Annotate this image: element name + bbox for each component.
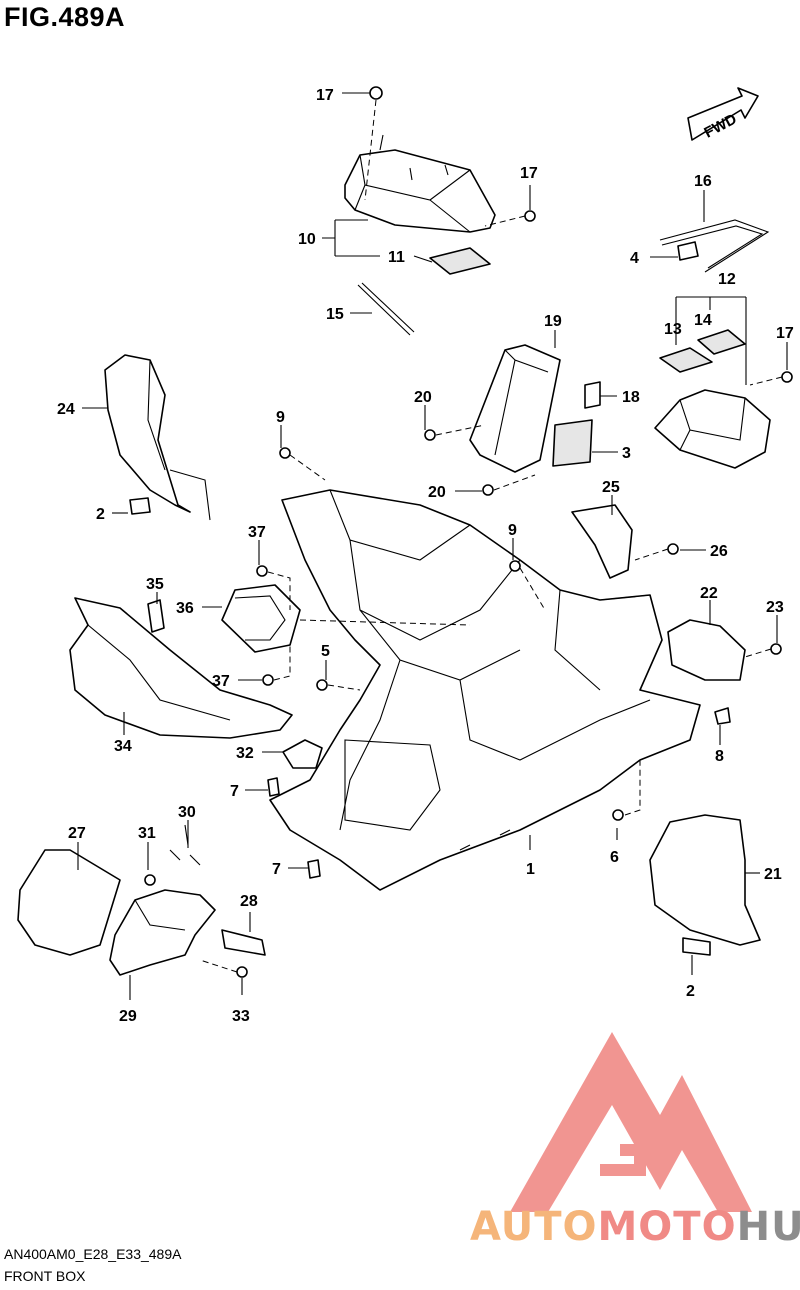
callout-7-lower: 7: [272, 861, 281, 878]
callout-33: 33: [232, 1008, 250, 1025]
callout-23: 23: [766, 599, 784, 616]
part-11-pad: [429, 247, 491, 275]
callout-32: 32: [236, 745, 254, 762]
part-28-socket: [221, 929, 266, 956]
callout-7-upper: 7: [230, 783, 239, 800]
callout-27: 27: [68, 825, 86, 842]
part-24-panel: [104, 354, 211, 521]
callout-15: 15: [326, 306, 344, 323]
callout-18: 18: [622, 389, 640, 406]
figure-title: FIG.489A: [4, 2, 126, 32]
part-27-cover: [17, 849, 121, 956]
callout-3: 3: [622, 445, 631, 462]
leader-lines: [77, 92, 788, 1000]
fwd-arrow-icon: FWD: [687, 87, 759, 142]
watermark-auto: AUTO: [470, 1204, 598, 1250]
callout-29: 29: [119, 1008, 137, 1025]
part-12-box: [654, 329, 771, 469]
callout-17-top: 17: [316, 87, 334, 104]
part-22-box: [667, 619, 746, 681]
callout-16: 16: [694, 173, 712, 190]
figure-code: AN400AM0_E28_E33_489A: [4, 1246, 182, 1262]
callout-25: 25: [602, 479, 620, 496]
callout-22: 22: [700, 585, 718, 602]
callout-8: 8: [715, 748, 724, 765]
watermark-moto: MOTO: [597, 1204, 737, 1250]
callout-17-box: 17: [776, 325, 794, 342]
watermark-hub: HUB: [736, 1204, 800, 1250]
callout-37-lower: 37: [212, 673, 230, 690]
watermark-logo-icon: [510, 1032, 752, 1212]
callout-20-upper: 20: [414, 389, 432, 406]
callout-10: 10: [298, 231, 316, 248]
part-32-switch: [282, 739, 323, 769]
callout-24: 24: [57, 401, 75, 418]
assembly-dash-lines: [199, 99, 783, 973]
callout-4: 4: [630, 250, 639, 267]
callout-19: 19: [544, 313, 562, 330]
part-29-bracket: [109, 889, 216, 976]
part-34-panel: [69, 597, 293, 739]
callout-35: 35: [146, 576, 164, 593]
part-1-front-box: [269, 489, 701, 891]
callout-17-tray: 17: [520, 165, 538, 182]
callout-30: 30: [178, 804, 196, 821]
part-21-panel: [649, 814, 761, 956]
part-16-bracket: [659, 219, 770, 273]
callout-2-right: 2: [686, 983, 695, 1000]
watermark-wordmark: AUTOMOTOHUB: [470, 1204, 800, 1250]
callout-2-left: 2: [96, 506, 105, 523]
callout-11: 11: [388, 249, 405, 266]
callout-14: 14: [694, 312, 712, 329]
part-15-strip: [357, 282, 415, 336]
callout-9-center: 9: [508, 522, 517, 539]
part-19-bracket: [469, 344, 601, 473]
callout-5: 5: [321, 643, 330, 660]
callout-9-left: 9: [276, 409, 285, 426]
callout-37-upper: 37: [248, 524, 266, 541]
callout-20-lower: 20: [428, 484, 446, 501]
callout-26: 26: [710, 543, 728, 560]
callout-34: 34: [114, 738, 132, 755]
part-25-clip: [571, 504, 633, 579]
callout-31: 31: [138, 825, 156, 842]
callout-6: 6: [610, 849, 619, 866]
figure-name: FRONT BOX: [4, 1268, 86, 1284]
callout-12: 12: [718, 271, 736, 288]
callout-1: 1: [526, 861, 535, 878]
callout-13: 13: [664, 321, 682, 338]
callout-36: 36: [176, 600, 194, 617]
callout-21: 21: [764, 866, 782, 883]
part-10-tray: [344, 134, 496, 233]
part-36-duct: [221, 584, 301, 653]
callout-labels: 17 17 10 11 15 16 4 12 13 14 17 19 20 18…: [57, 87, 794, 1025]
callout-28: 28: [240, 893, 258, 910]
